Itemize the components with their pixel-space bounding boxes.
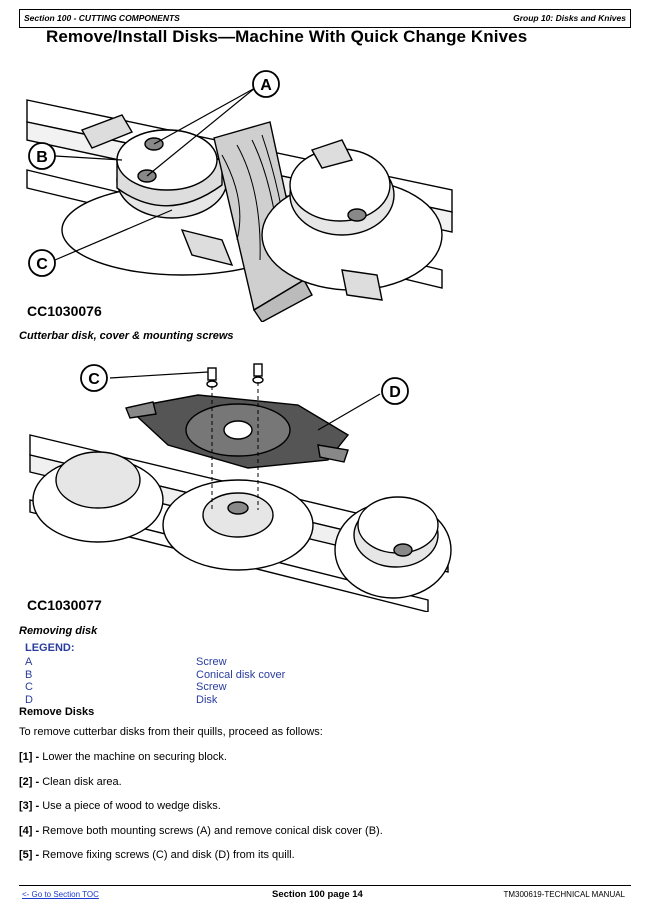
step-text: Clean disk area.: [39, 776, 122, 788]
legend-value: Conical disk cover: [196, 669, 286, 681]
callout-B: B: [36, 149, 48, 166]
legend-value: Screw: [196, 656, 227, 668]
figure-1-illustration: A B C: [26, 70, 453, 322]
callout-A: A: [260, 77, 272, 94]
callout-C: C: [36, 256, 48, 273]
figure-1-id: CC1030076: [27, 303, 102, 319]
figure-2-id: CC1030077: [27, 597, 102, 613]
step-text: Lower the machine on securing block.: [39, 751, 227, 763]
legend-key: C: [25, 681, 33, 693]
legend-value: Disk: [196, 694, 218, 706]
step-3: [3] - Use a piece of wood to wedge disks…: [19, 800, 221, 812]
figure-1-caption: Cutterbar disk, cover & mounting screws: [19, 330, 234, 342]
figure-2-illustration: C D: [29, 363, 452, 612]
callout-D: D: [389, 384, 401, 401]
section-toc-link[interactable]: <- Go to Section TOC: [22, 890, 99, 899]
step-2: [2] - Clean disk area.: [19, 776, 122, 788]
step-text: Remove fixing screws (C) and disk (D) fr…: [39, 849, 295, 861]
step-number: [5] -: [19, 849, 40, 861]
legend-row: D Disk: [25, 694, 425, 706]
page-header: Section 100 - CUTTING COMPONENTS Group 1…: [19, 9, 631, 28]
section-heading: Remove Disks: [19, 706, 95, 718]
step-1: [1] - Lower the machine on securing bloc…: [19, 751, 227, 763]
step-text: Use a piece of wood to wedge disks.: [39, 800, 221, 812]
step-number: [3] -: [19, 800, 40, 812]
legend-value: Screw: [196, 681, 227, 693]
step-number: [4] -: [19, 825, 40, 837]
step-5: [5] - Remove fixing screws (C) and disk …: [19, 849, 295, 861]
intro-text: To remove cutterbar disks from their qui…: [19, 726, 323, 738]
legend-key: A: [25, 656, 33, 668]
page-title: Remove/Install Disks—Machine With Quick …: [46, 27, 528, 46]
page-number: Section 100 page 14: [272, 889, 363, 900]
step-text: Remove both mounting screws (A) and remo…: [39, 825, 383, 837]
header-section: Section 100 - CUTTING COMPONENTS: [24, 13, 180, 23]
footer-divider: [19, 885, 631, 886]
legend-row: A Screw: [25, 656, 425, 668]
legend-row: C Screw: [25, 681, 425, 693]
step-4: [4] - Remove both mounting screws (A) an…: [19, 825, 383, 837]
legend-row: B Conical disk cover: [25, 669, 425, 681]
legend-key: B: [25, 669, 33, 681]
callout-C-2: C: [88, 371, 100, 388]
manual-id: TM300619-TECHNICAL MANUAL: [503, 890, 625, 899]
header-group: Group 10: Disks and Knives: [513, 13, 626, 23]
legend-title: LEGEND:: [25, 642, 75, 654]
step-number: [1] -: [19, 751, 40, 763]
legend-key: D: [25, 694, 33, 706]
step-number: [2] -: [19, 776, 40, 788]
figure-2-caption: Removing disk: [19, 625, 98, 637]
